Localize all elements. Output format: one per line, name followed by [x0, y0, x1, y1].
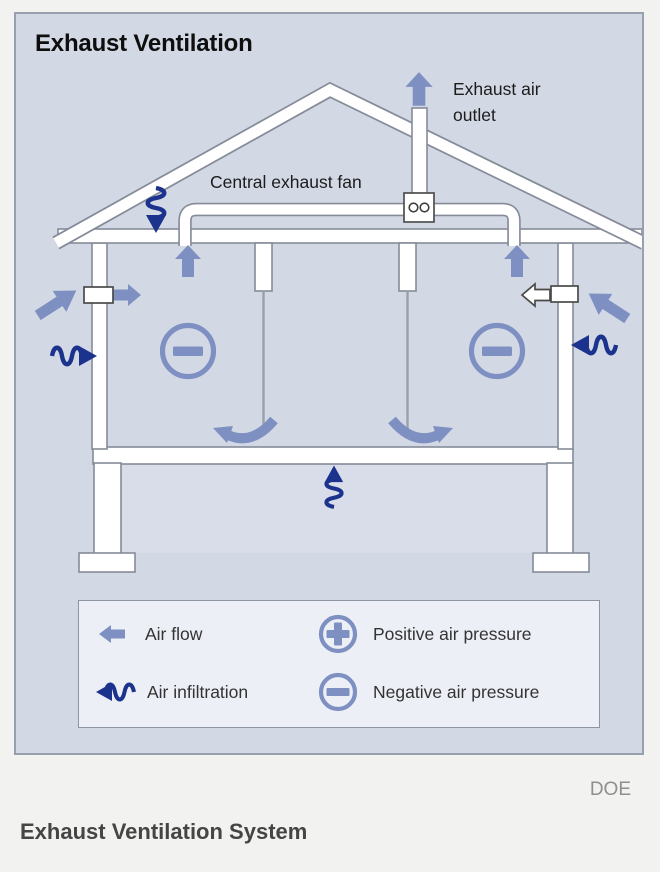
roof [52, 81, 642, 250]
floor [92, 446, 574, 465]
legend-box: Air flow Air infiltration Positive air p… [78, 600, 600, 728]
left-footing [78, 552, 136, 573]
right-wall-infiltration-arrow [571, 335, 616, 355]
negative-pressure-symbols [159, 322, 526, 380]
house-diagram [30, 72, 642, 573]
legend-label-air-flow: Air flow [145, 623, 203, 644]
exhaust-stack [411, 107, 428, 197]
left-wall [91, 242, 108, 450]
negative-pressure-icon [318, 672, 358, 712]
ceiling-intake-arrow-left [175, 245, 201, 277]
diagram-panel: Exhaust Ventilation Central exhaust fan … [14, 12, 644, 755]
right-wall-vent [550, 285, 579, 303]
under-partition-arrows [213, 416, 453, 444]
attribution-text: DOE [589, 779, 631, 800]
wall-vents [83, 282, 579, 308]
left-outside-air-arrow [30, 279, 84, 327]
partition-lines [262, 291, 409, 432]
right-pier [546, 462, 574, 555]
image-caption: Exhaust Ventilation System [20, 819, 308, 844]
legend-item-positive-pressure: Positive air pressure [317, 613, 532, 655]
ceiling-intake-arrow-right [504, 245, 530, 277]
diagram-title: Exhaust Ventilation [35, 30, 253, 57]
left-vent-inflow-arrow [113, 284, 141, 306]
fan-box [403, 192, 435, 223]
legend-label-positive-pressure: Positive air pressure [373, 623, 532, 644]
right-vent-outflow-arrow [520, 282, 551, 308]
outlet-label-line2: outlet [453, 105, 496, 125]
legend-item-negative-pressure: Negative air pressure [317, 671, 539, 713]
legend-label-air-infiltration: Air infiltration [147, 681, 249, 702]
left-wall-vent [83, 286, 114, 304]
right-footing [532, 552, 590, 573]
ceiling [57, 228, 642, 244]
positive-pressure-icon [318, 614, 358, 654]
attic-duct [178, 202, 521, 246]
left-wall-infiltration-arrow [52, 346, 97, 366]
right-wall [557, 242, 574, 450]
legend-item-air-flow: Air flow [99, 613, 202, 655]
legend-label-negative-pressure: Negative air pressure [373, 681, 540, 702]
central-exhaust-fan-label: Central exhaust fan [210, 172, 362, 192]
left-pier [93, 462, 122, 555]
air-flow-icon [99, 625, 125, 643]
right-outside-air-arrow [581, 282, 635, 330]
right-partition-stub [398, 242, 417, 292]
air-infiltration-icon [96, 682, 136, 702]
fan-icon [408, 202, 430, 213]
legend-item-air-infiltration: Air infiltration [92, 671, 248, 713]
outlet-label-line1: Exhaust air [453, 79, 541, 99]
exhaust-air-outlet-label: Exhaust air outlet [453, 76, 583, 128]
exhaust-outlet-arrow-up [405, 72, 433, 106]
left-partition-stub [254, 242, 273, 292]
